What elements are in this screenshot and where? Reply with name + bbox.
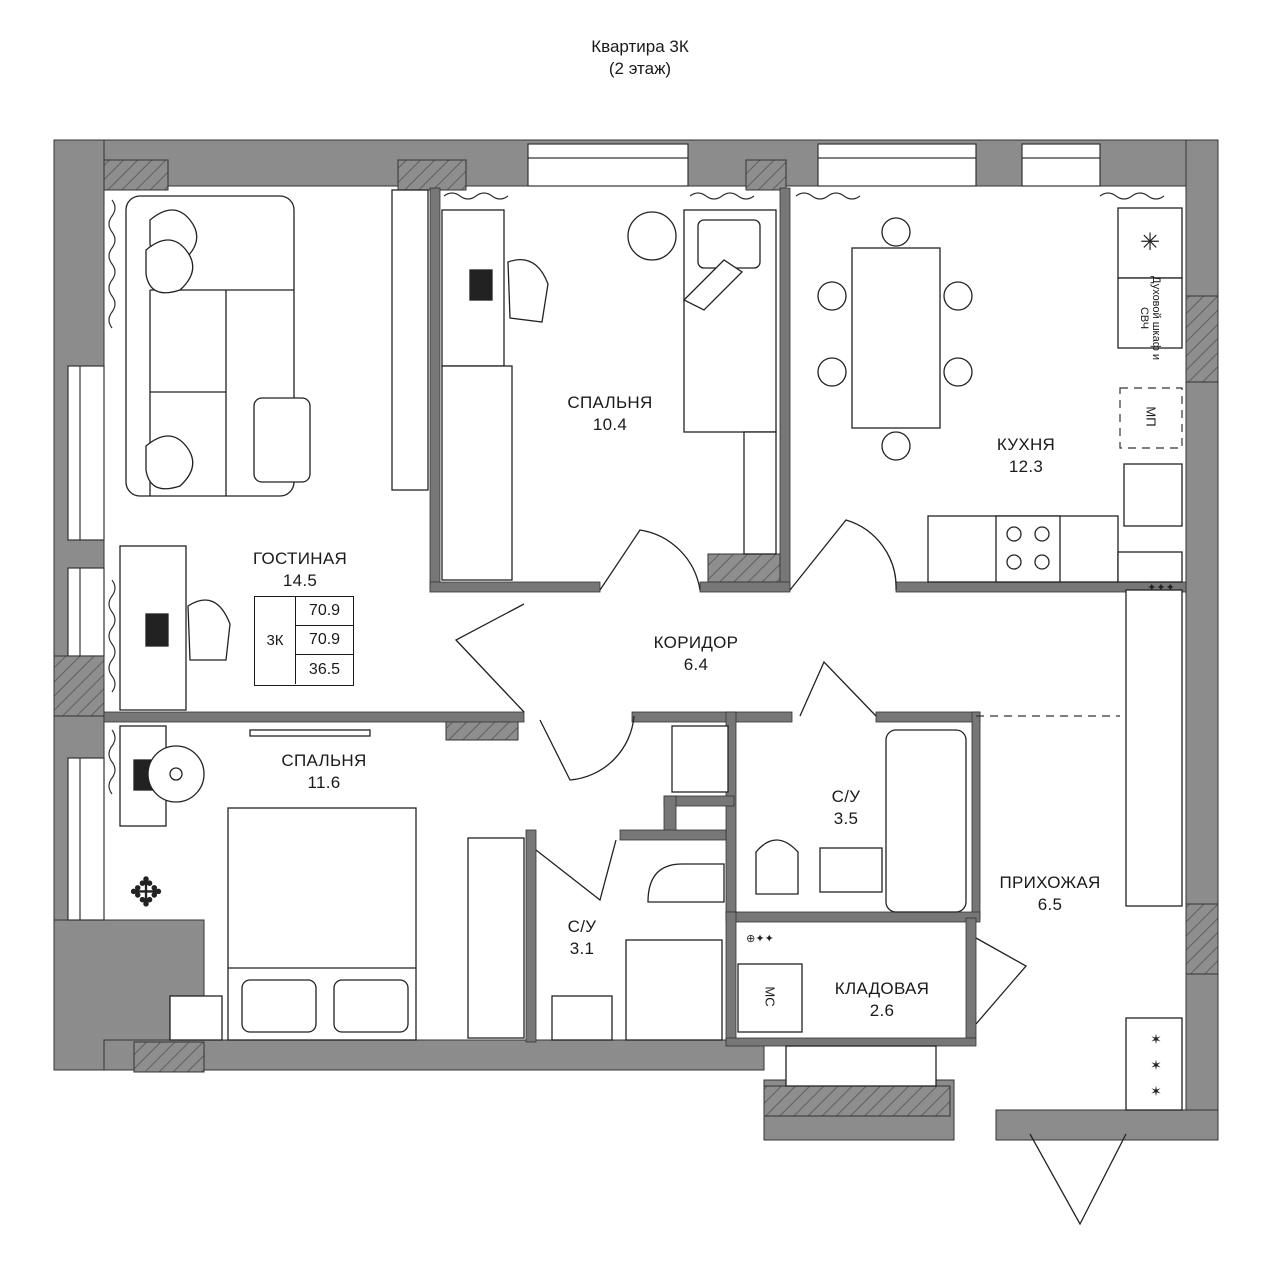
room-bedroom-top: СПАЛЬНЯ 10.4 <box>540 392 680 436</box>
room-bedroom-top-name: СПАЛЬНЯ <box>567 393 653 412</box>
shower <box>625 939 723 1041</box>
interior-walls <box>103 187 1187 1047</box>
storage-shelves <box>785 1045 937 1087</box>
bedroom-bottom-furniture <box>119 725 525 1041</box>
room-corridor-area: 6.4 <box>683 655 709 674</box>
room-storage-name: КЛАДОВАЯ <box>834 979 930 998</box>
boiler-cabinet <box>671 725 729 793</box>
hob <box>995 515 1061 583</box>
room-corridor: КОРИДОР 6.4 <box>626 632 766 676</box>
washer <box>737 963 803 1033</box>
area-table: 3К 70.9 70.9 36.5 <box>254 596 354 686</box>
room-living-name: ГОСТИНАЯ <box>252 549 348 568</box>
room-hallway-name: ПРИХОЖАЯ <box>999 873 1101 892</box>
coffee-table <box>253 397 311 483</box>
pillow-icon <box>241 979 317 1033</box>
curtains <box>108 192 1165 795</box>
windows <box>67 143 1101 921</box>
room-kitchen-name: КУХНЯ <box>996 435 1056 454</box>
toilet-1 <box>755 839 799 895</box>
plant-icon: ✥ <box>129 871 163 915</box>
dining-table <box>851 247 941 429</box>
nightstand <box>169 995 223 1041</box>
oven-label: Духовой шкаф и СВЧ <box>1138 276 1162 360</box>
washbasin-1 <box>819 847 883 893</box>
plan-floor: (2 этаж) <box>608 59 672 78</box>
monitor-icon <box>469 269 493 301</box>
pillow-icon <box>333 979 409 1033</box>
wall-right <box>1185 139 1219 1141</box>
room-bedroom-bottom: СПАЛЬНЯ 11.6 <box>254 750 394 794</box>
chair-icon <box>507 258 549 323</box>
oven-unit <box>1117 277 1183 349</box>
pillow-icon <box>697 219 761 269</box>
room-bedroom-top-area: 10.4 <box>592 415 628 434</box>
washer-label: МС <box>762 986 778 1007</box>
washbasin-2 <box>551 995 613 1041</box>
dashed-division <box>976 387 1183 717</box>
room-storage: КЛАДОВАЯ 2.6 <box>812 978 952 1022</box>
area-table-living: 36.5 <box>308 660 341 678</box>
room-bath-2-area: 3.1 <box>569 939 595 958</box>
living-room-furniture <box>119 189 429 711</box>
star-icon: ✶ <box>1150 1083 1162 1099</box>
room-hallway: ПРИХОЖАЯ 6.5 <box>980 872 1120 916</box>
room-kitchen: КУХНЯ 12.3 <box>966 434 1086 478</box>
wall-bottom-left <box>103 1039 765 1071</box>
room-living-area: 14.5 <box>282 571 318 590</box>
doors <box>454 519 1127 1226</box>
room-bath-2: С/У 3.1 <box>542 916 622 960</box>
plan-title: Квартира 3К <box>591 37 689 56</box>
room-kitchen-area: 12.3 <box>1008 457 1044 476</box>
area-table-total-2: 70.9 <box>296 626 353 655</box>
wardrobe-hall <box>1125 589 1183 907</box>
toilet-2 <box>647 863 725 903</box>
bathroom-furniture <box>551 729 967 1041</box>
storage-hall-furniture <box>671 589 1183 1111</box>
star-icon: ✶ <box>1150 1057 1162 1073</box>
wall-bottom-right <box>995 1109 1219 1141</box>
tv-unit <box>391 189 429 491</box>
room-hallway-area: 6.5 <box>1037 895 1063 914</box>
room-bath-2-name: С/У <box>567 917 597 936</box>
room-bath-1-area: 3.5 <box>833 809 859 828</box>
room-living: ГОСТИНАЯ 14.5 <box>230 548 370 592</box>
room-bath-1: С/У 3.5 <box>806 786 886 830</box>
monitor-icon <box>145 613 169 647</box>
room-bath-1-name: С/У <box>831 787 861 806</box>
room-corridor-name: КОРИДОР <box>653 633 739 652</box>
lamp-icon <box>627 211 677 261</box>
wardrobe-bedroom-top <box>441 365 513 581</box>
chair-icon <box>187 599 231 661</box>
room-bedroom-bottom-name: СПАЛЬНЯ <box>281 751 367 770</box>
tap-icon: ⊕✦✦ <box>746 933 774 945</box>
bathtub <box>885 729 967 913</box>
kitchen-furniture <box>817 207 1183 583</box>
snowflake-icon: ✳ <box>1140 229 1160 256</box>
shelf <box>743 431 777 555</box>
dishwasher-label: МП <box>1143 406 1159 427</box>
area-table-type: 3К <box>255 597 296 684</box>
tv-shelf <box>249 729 371 737</box>
bedroom-top-furniture <box>441 209 777 581</box>
star-icon: ✶ <box>1150 1031 1162 1047</box>
sink <box>1123 463 1183 527</box>
wardrobe-bedroom-bottom <box>467 837 525 1039</box>
area-table-total: 70.9 <box>296 597 353 626</box>
room-bedroom-bottom-area: 11.6 <box>307 773 341 792</box>
shoe-cabinet <box>1125 1017 1183 1111</box>
room-storage-area: 2.6 <box>869 1001 895 1020</box>
